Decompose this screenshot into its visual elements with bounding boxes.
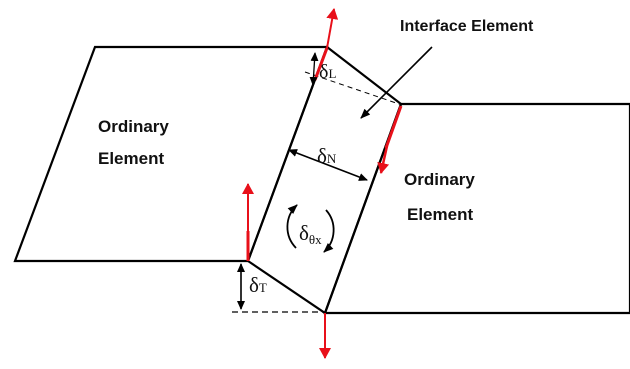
left-element-label-line1: Ordinary [98,117,169,136]
delta-n-dimension-arrow [288,149,368,181]
delta-l-symbol: δL [319,61,336,83]
right-element-label-line2: Element [407,205,473,224]
interface-edge-right-red [384,105,403,149]
interface-element-label: Interface Element [400,18,534,35]
dashed-reference-top [326,46,402,105]
rotation-arc-right-arrow [323,209,335,253]
delta-n-symbol: δN [317,144,337,168]
red-arrow-right-down [377,145,390,174]
interface-pointer-arrow [360,46,433,119]
delta-l-dimension-arrow [309,52,319,86]
delta-theta-x-symbol: δθx [299,221,322,247]
rotation-arc-left-arrow [286,204,298,249]
left-element-label-line2: Element [98,149,164,168]
right-element-label-line1: Ordinary [404,170,475,189]
delta-t-symbol: δT [249,273,267,297]
red-arrow-top [326,8,339,49]
left-ordinary-element-shape [13,45,329,263]
dashed-reference-top-offset [304,71,403,106]
right-ordinary-element-shape [323,102,630,315]
